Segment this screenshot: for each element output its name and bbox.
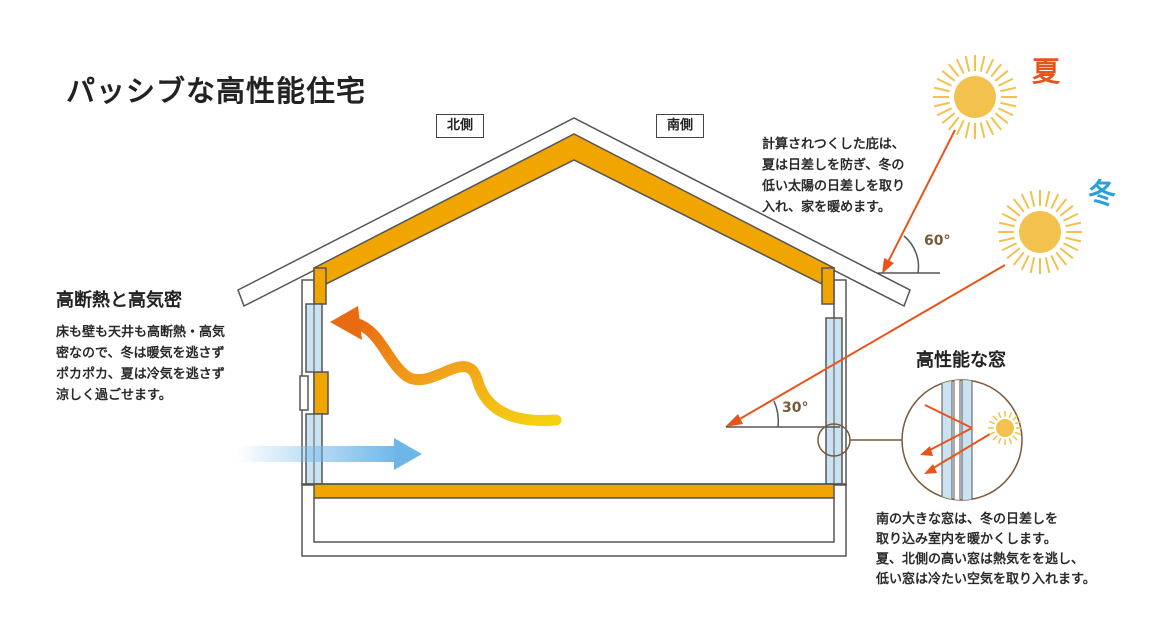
winter-ray-arrow	[725, 264, 1006, 428]
summer-sun-icon	[933, 55, 1017, 139]
south-side-label: 南側	[656, 114, 705, 138]
sun-ray	[979, 55, 986, 72]
sun-ray	[989, 431, 996, 436]
winter-sun-icon	[998, 190, 1082, 274]
sun-ray	[994, 70, 1009, 82]
page-title: パッシブな高性能住宅	[66, 74, 367, 108]
sun-ray	[933, 101, 950, 108]
summer-angle: 60°	[924, 233, 951, 249]
sun-ray	[1055, 198, 1067, 213]
sun-ray	[1014, 420, 1021, 425]
sun-ray	[1062, 212, 1079, 222]
sun-ray	[1014, 431, 1021, 436]
sun-ray	[933, 86, 950, 93]
sun-ray	[941, 70, 956, 82]
north-side-label: 北側	[436, 114, 485, 138]
sun-ray	[990, 63, 1002, 78]
sun-ray	[1013, 198, 1025, 213]
sun-ray	[997, 412, 1002, 419]
floor	[301, 483, 847, 557]
sun-ray	[1062, 242, 1079, 252]
sun-ray	[1001, 242, 1018, 252]
south-window	[825, 317, 843, 485]
sun-ray	[964, 122, 971, 139]
sun-ray	[1008, 412, 1013, 419]
sun-ray	[936, 107, 953, 117]
sun-ray	[992, 435, 998, 441]
sun-ray	[1029, 190, 1036, 207]
sun-ray	[994, 112, 1009, 124]
sun-ray	[1012, 435, 1018, 441]
sun-ray	[998, 236, 1015, 243]
sun-ray	[1020, 254, 1030, 271]
sun-ray	[964, 55, 971, 72]
sun-ray	[1055, 251, 1067, 266]
sun-ray	[1006, 247, 1021, 259]
sun-ray	[1006, 205, 1021, 217]
sun-ray	[955, 58, 965, 75]
sun-ray	[1044, 257, 1051, 274]
sun-ray	[936, 77, 953, 87]
sun-ray	[997, 437, 1002, 444]
winter-label: 冬	[1088, 177, 1117, 210]
sun-ray	[941, 112, 956, 124]
sun-ray	[1044, 190, 1051, 207]
cool-air-arrow	[236, 438, 422, 470]
sun-ray	[1000, 86, 1017, 93]
sun-ray	[1059, 205, 1074, 217]
window-callout-sun-icon	[988, 411, 1022, 445]
sun-ray	[1008, 437, 1013, 444]
sun-ray	[997, 107, 1014, 117]
sun-ray	[1050, 254, 1060, 271]
sun-ray	[1020, 193, 1030, 210]
sun-ray	[1050, 193, 1060, 210]
summer-label: 夏	[1032, 55, 1061, 88]
sun-ray	[1013, 251, 1025, 266]
eaves-description: 計算されつくした庇は、 夏は日差しを防ぎ、冬の 低い太陽の日差しを取り 入れ、家…	[762, 137, 906, 215]
sun-ray	[1012, 415, 1018, 421]
window-description: 南の大きな窓は、冬の日差しを 取り込み室内を暖かくします。 夏、北側の高い窓は熱…	[876, 512, 1096, 587]
sun-ray	[985, 119, 995, 136]
winter-angle: 30°	[782, 400, 809, 416]
sun-ray	[1065, 221, 1082, 228]
sun-ray	[990, 116, 1002, 131]
summer-ray-arrow	[878, 129, 956, 274]
insulation-heading: 高断熱と高気密	[56, 290, 182, 311]
sun-ray	[998, 221, 1015, 228]
warm-air-arrow	[330, 306, 562, 427]
sun-ray	[948, 116, 960, 131]
insulation-description: 床も壁も天井も高断熱・高気 密なので、冬は暖気を逃さず ポカポカ、夏は冷気を逃さ…	[56, 325, 226, 403]
window-callout	[817, 379, 1023, 501]
sun-ray	[1001, 212, 1018, 222]
sun-ray	[989, 420, 996, 425]
sun-ray	[1065, 236, 1082, 243]
sun-ray	[997, 77, 1014, 87]
sun-ray	[979, 122, 986, 139]
sun-ray	[955, 119, 965, 136]
sun-ray	[985, 58, 995, 75]
window-heading: 高性能な窓	[916, 350, 1006, 371]
sun-ray	[948, 63, 960, 78]
sun-ray	[1059, 247, 1074, 259]
sun-ray	[1029, 257, 1036, 274]
sun-ray	[992, 415, 998, 421]
sun-ray	[1000, 101, 1017, 108]
